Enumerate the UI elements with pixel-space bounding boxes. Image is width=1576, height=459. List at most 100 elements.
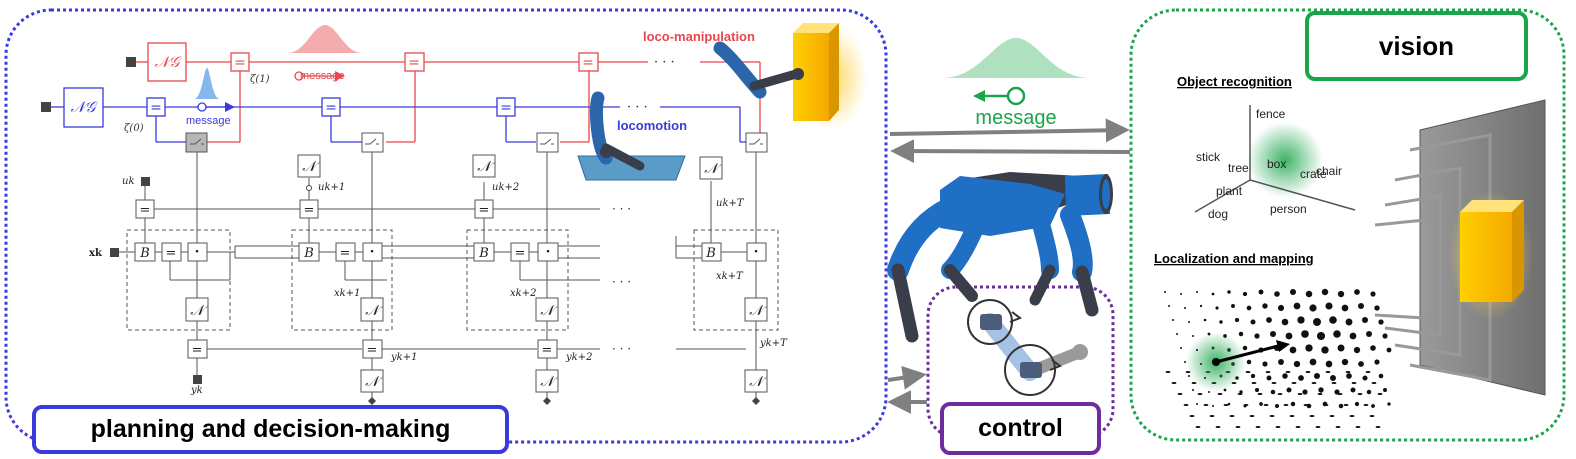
map-floor-point (1271, 382, 1277, 384)
map-point (1371, 404, 1375, 408)
map-point (1207, 390, 1211, 394)
map-floor-point (1331, 382, 1337, 384)
map-point (1313, 318, 1321, 326)
robot-quadruped (887, 172, 1113, 343)
svg-text:uk: uk (122, 176, 135, 187)
map-point (1318, 387, 1324, 393)
map-point (1354, 289, 1360, 295)
map-point (1196, 403, 1198, 405)
word-plant: plant (1216, 184, 1243, 198)
map-floor-point (1371, 382, 1377, 384)
svg-text:yk+1: yk+1 (390, 352, 417, 363)
map-floor-point (1257, 393, 1263, 395)
map-point (1277, 304, 1285, 312)
graph-ellipses: · · · · · · · · · (612, 202, 631, 356)
svg-text:=: = (367, 343, 378, 358)
map-floor-point (1355, 426, 1361, 428)
svg-text:uk+1: uk+1 (318, 182, 345, 193)
map-floor-point (1357, 393, 1363, 395)
map-point (1168, 305, 1170, 307)
map-floor-point (1303, 404, 1309, 406)
locomotion-label: locomotion (617, 118, 687, 133)
map-floor-point (1249, 415, 1255, 417)
map-point (1246, 305, 1252, 311)
localization-title: Localization and mapping (1154, 251, 1314, 266)
variable-labels: uk uk+1 uk+2 uk+T xk xk+1 xk+2 xk+T yk y… (89, 176, 788, 396)
map-point (1313, 372, 1321, 380)
map-floor-point (1217, 393, 1223, 395)
map-point (1374, 305, 1380, 311)
map-point (1383, 388, 1387, 392)
svg-text:=: = (500, 100, 512, 116)
vision-panel-border (1129, 8, 1566, 442)
map-floor-point (1285, 371, 1291, 373)
map-floor-point (1297, 393, 1303, 395)
object-recognition-title: Object recognition (1177, 74, 1292, 89)
map-point (1250, 319, 1256, 325)
map-point (1309, 304, 1317, 312)
y-k-terminal (193, 375, 202, 384)
upper-message-arrowhead (335, 71, 345, 81)
svg-text:=: = (340, 246, 351, 261)
map-point (1302, 389, 1308, 395)
map-point (1184, 361, 1186, 363)
svg-text:B: B (705, 246, 716, 261)
map-point (1266, 375, 1272, 381)
vision-message-gaussian (942, 38, 1090, 78)
map-point (1366, 389, 1372, 395)
map-point (1191, 334, 1195, 338)
map-point (1176, 333, 1178, 335)
time-slice-boxes (126, 229, 779, 331)
map-point (1227, 290, 1231, 294)
map-floor-point (1177, 393, 1183, 395)
svg-text:=: = (192, 343, 203, 358)
sink-diamond-1 (368, 397, 376, 405)
svg-text:B: B (478, 246, 489, 261)
map-point (1188, 321, 1190, 323)
map-floor-point (1369, 415, 1375, 417)
map-point (1285, 332, 1293, 340)
map-point (1309, 358, 1317, 366)
map-floor-point (1325, 371, 1331, 373)
svg-text:=: = (140, 203, 151, 218)
map-point (1370, 291, 1376, 297)
map-point (1196, 291, 1198, 293)
u-k-terminal (141, 177, 150, 186)
map-point (1293, 302, 1301, 310)
word-chair: chair (1316, 164, 1342, 178)
map-point (1270, 389, 1276, 395)
map-point (1274, 291, 1280, 297)
product-node-labels: · · · · (195, 244, 759, 260)
map-point (1358, 361, 1364, 367)
map-point (1333, 330, 1341, 338)
lower-message-arrowhead (225, 102, 235, 112)
map-floor-point (1329, 415, 1335, 417)
map-floor-point (1295, 426, 1301, 428)
word-crate: crate (1300, 167, 1327, 181)
svg-text:yk+T: yk+T (759, 338, 788, 349)
map-floor-point (1305, 371, 1311, 373)
dynamics-nodes (134, 242, 722, 262)
factor-graph: 𝒩𝒢 𝒩𝒢 = = = = = = · · · · · · (41, 23, 867, 405)
lower-ellipsis: · · · (627, 100, 648, 115)
zeta0-label: ζ(0) (124, 123, 144, 134)
map-floor-point (1229, 415, 1235, 417)
map-floor-point (1245, 371, 1251, 373)
svg-text:· · ·: · · · (612, 202, 631, 216)
map-floor-point (1265, 371, 1271, 373)
state-graph-edges (118, 152, 757, 398)
map-point (1231, 304, 1235, 308)
word-box: box (1267, 157, 1286, 171)
dynamics-node-labels: B B B B (139, 246, 716, 261)
map-point (1325, 302, 1333, 310)
map-point (1180, 293, 1182, 295)
map-point (1215, 306, 1219, 310)
prior-square-lower (41, 102, 51, 112)
map-floor-point (1363, 404, 1369, 406)
prior-square-upper (126, 57, 136, 67)
map-floor-point (1317, 393, 1323, 395)
locomotion-leg-illustration (577, 91, 686, 181)
map-floor-point (1237, 393, 1243, 395)
map-floor-point (1291, 382, 1297, 384)
